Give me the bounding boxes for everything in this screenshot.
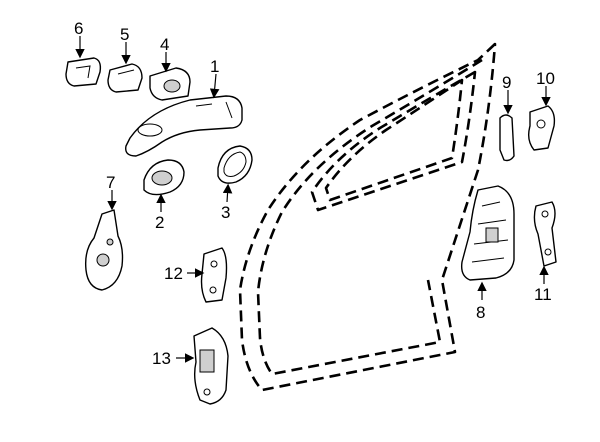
lock-cylinder (149, 67, 191, 101)
callout-10: 10 (536, 69, 555, 88)
handle-gasket (217, 145, 253, 184)
callout-11: 11 (534, 285, 552, 304)
callout-9: 9 (502, 73, 511, 92)
callout-1: 1 (210, 57, 219, 76)
end-cap (65, 57, 102, 87)
callout-13: 13 (152, 349, 171, 368)
callout-2: 2 (155, 213, 164, 232)
latch-plate (533, 201, 557, 267)
callout-6: 6 (74, 19, 83, 38)
handle-cover (143, 159, 185, 196)
leader-1 (209, 73, 220, 99)
leader-3 (222, 183, 233, 203)
door-outline (238, 42, 497, 392)
outside-handle (125, 95, 243, 157)
callout-12: 12 (164, 264, 183, 283)
lock-rod (499, 114, 515, 162)
callout-8: 8 (476, 303, 485, 322)
callout-5: 5 (120, 25, 129, 44)
door-latch (460, 185, 515, 281)
handle-cap (107, 63, 143, 93)
key-fob (84, 209, 124, 291)
striker-bracket (527, 105, 556, 151)
callout-7: 7 (106, 173, 115, 192)
door-hinge (193, 327, 229, 405)
callout-3: 3 (221, 203, 230, 222)
callout-4: 4 (160, 35, 169, 54)
door-check (200, 247, 228, 303)
